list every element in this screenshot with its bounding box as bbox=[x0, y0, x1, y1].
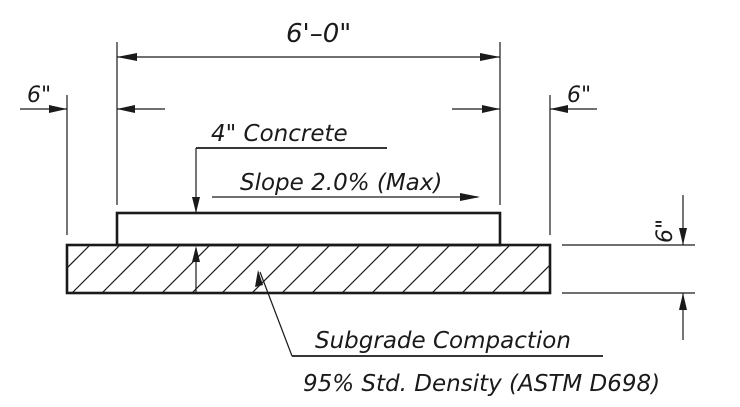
thickness-dimension bbox=[562, 195, 695, 340]
overall-width-label: 6'–0" bbox=[286, 19, 351, 49]
left-offset-dimension bbox=[20, 95, 165, 235]
subgrade-label-line1: Subgrade Compaction bbox=[315, 328, 571, 354]
subgrade-leader bbox=[255, 270, 603, 357]
slope-arrow bbox=[212, 193, 480, 201]
right-offset-label: 6" bbox=[567, 83, 591, 108]
concrete-slab bbox=[115, 211, 502, 247]
subgrade-label-line2: 95% Std. Density (ASTM D698) bbox=[303, 371, 660, 397]
left-offset-label: 6" bbox=[27, 83, 51, 108]
slope-label: Slope 2.0% (Max) bbox=[240, 170, 442, 196]
subgrade-hatching bbox=[67, 245, 550, 293]
right-offset-dimension bbox=[452, 95, 597, 235]
concrete-label: 4" Concrete bbox=[211, 121, 348, 147]
overall-width-dimension bbox=[116, 42, 501, 205]
subgrade-base bbox=[65, 243, 552, 295]
thickness-label: 6" bbox=[653, 219, 678, 243]
concrete-leader bbox=[192, 147, 387, 293]
